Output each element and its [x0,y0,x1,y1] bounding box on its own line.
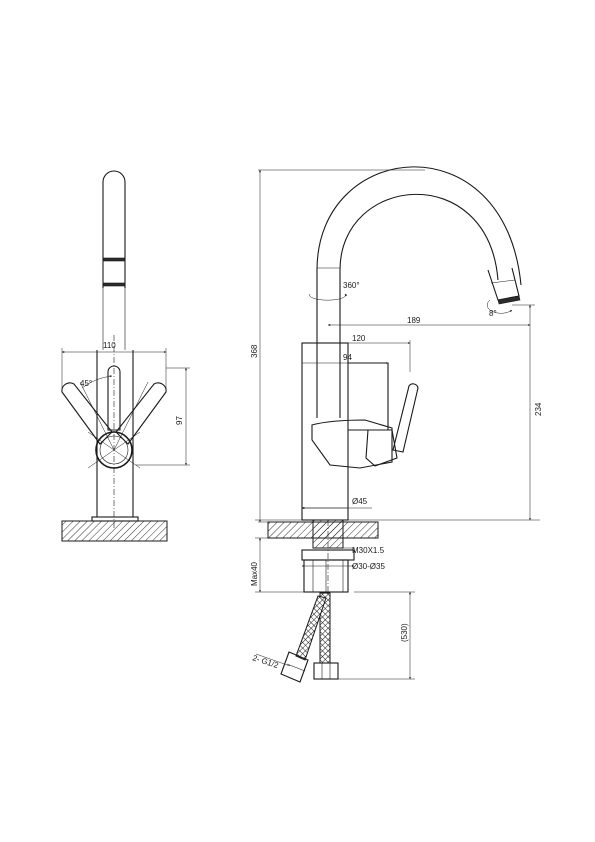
dim-handle-rotation: 8° [489,309,497,318]
spray-head-outlet [497,295,521,305]
dim-side-height: 97 [175,416,184,425]
lever-housing [311,419,393,469]
dim-side-width: 110 [103,341,116,350]
body [301,342,349,521]
side-spout-band-2 [102,282,126,287]
dim-hose-length: (530) [400,623,409,642]
dim-thread: M30X1.5 [352,546,385,555]
dim-body-diameter: Ø45 [352,497,368,506]
side-spout-tube [102,170,126,288]
dim-handle-depth: 94 [343,353,352,362]
side-view: 110 45° 97 [61,170,190,542]
side-body [96,350,134,518]
dim-hole-range: Ø30-Ø35 [352,562,385,571]
side-spout-band [102,257,126,262]
side-cartridge [95,431,133,469]
dim-spout-reach: 189 [407,316,421,325]
side-countertop [61,520,168,542]
lever [392,383,419,453]
dim-total-height: 368 [250,344,259,358]
fitting-angled [280,651,309,683]
dim-spout-height: 234 [534,402,543,416]
side-lever-center [107,365,121,431]
spout-outer [316,166,522,418]
dim-connection: 2- G1/2 [251,653,280,670]
dim-body-depth: 120 [352,334,366,343]
spout-inner [339,193,499,418]
threaded-shank [312,519,344,549]
dim-rotation: 360° [343,281,360,290]
fitting-straight [313,662,339,680]
front-view: 368 360° 8° 189 120 94 234 Ø45 M30X1.5 Ø… [250,166,543,683]
lever-base [365,429,398,467]
dim-lever-angle: 45° [80,379,92,388]
dim-max-deck: Max40 [250,561,259,586]
spray-head [487,267,520,301]
hose-angled [295,595,327,661]
